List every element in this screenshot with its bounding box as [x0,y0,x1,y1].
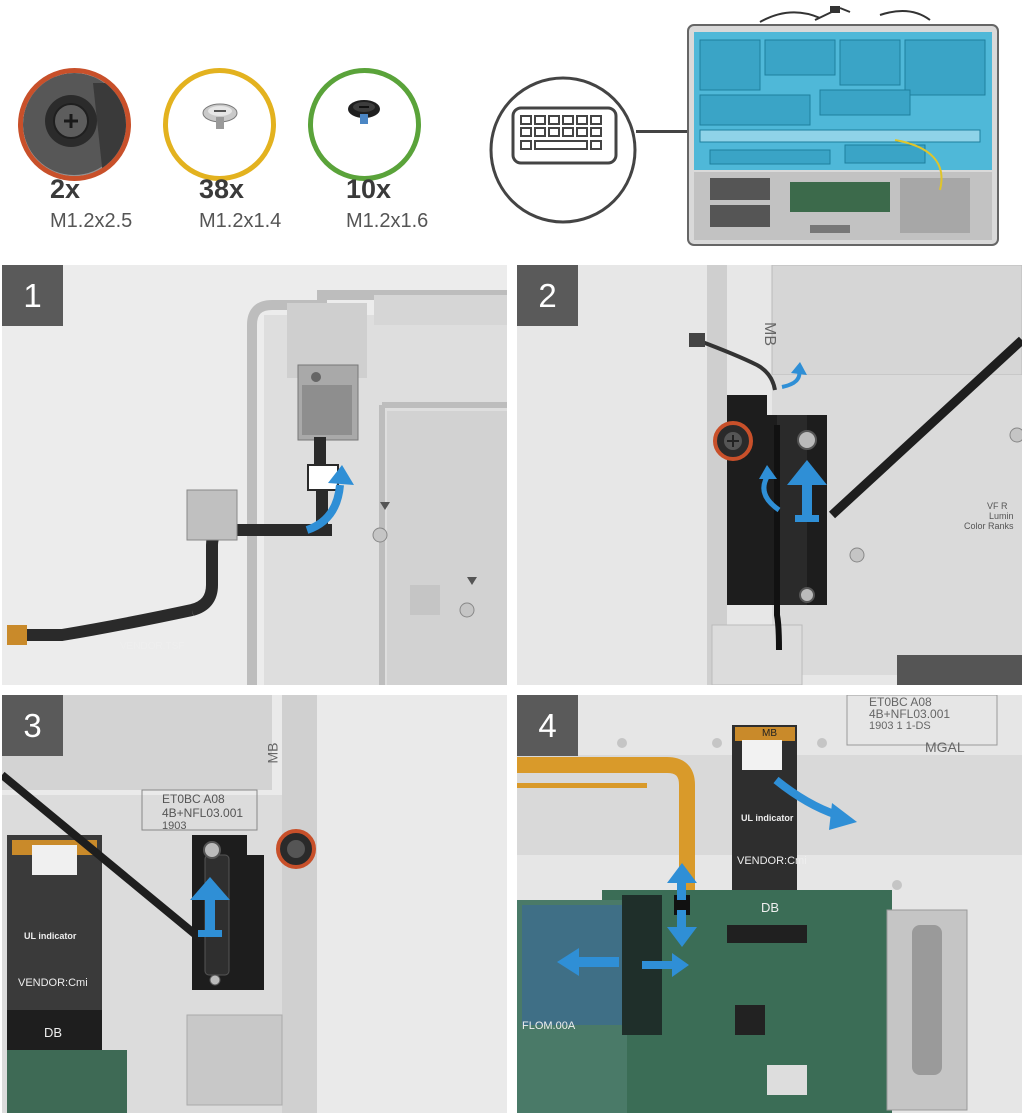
keyboard-icon [489,76,637,224]
screw-2-icon [202,103,238,129]
step-1-number: 1 [2,265,63,326]
step-3-vendor-label: VENDOR:Cmi [18,977,88,989]
step-2-illustration [517,265,1022,685]
step-4-ul-label: UL indicator [741,813,794,823]
step-3-panel: 3 MB ET0BC A08 4B+NFL03.001 1903 UL indi… [2,695,507,1113]
screw-2-quantity: 38x [199,174,245,204]
screw-1-spec: M1.2x2.5 [50,210,133,232]
step-1-panel: 1 VENDOR:TSF [2,265,507,685]
screw-1-quantity: 2x [50,174,81,204]
keyboard-callout [488,75,638,225]
step-4-mb-label: MB [762,728,777,739]
screw-3-icon [348,100,380,124]
step-3-number: 3 [2,695,63,756]
step-4-mgal-label: MGAL [925,739,965,755]
step-2-mb-label: MB [761,322,778,346]
step-2-panel: 2 MB VF R Lumin Color Ranks [517,265,1022,685]
step-3-ul-label: UL indicator [24,931,77,941]
step-4-code2: 4B+NFL03.001 [869,707,951,721]
step-4-number: 4 [517,695,578,756]
step-2-color-label: Color Ranks [964,521,1014,531]
step-3-code3: 1903 [162,820,187,832]
step-3-code1: ET0BC A08 [162,792,225,806]
step-4-code1: ET0BC A08 [869,695,932,709]
step-1-illustration [2,265,507,685]
step-2-number: 2 [517,265,578,326]
step-4-panel: 4 ET0BC A08 4B+ [517,695,1022,1113]
screw-3-circle [308,68,421,181]
step-1-vendor-label: VENDOR:TSF [120,641,185,652]
step-3-illustration [2,695,507,1113]
step-3-db-label: DB [44,1025,63,1040]
screw-3-quantity: 10x [346,174,392,204]
step-2-vf-label: VF R [987,501,1008,511]
step-3-mb-label: MB [264,742,281,764]
step-3-code2: 4B+NFL03.001 [162,806,244,820]
screw-1-circle [18,68,131,181]
step-4-db-label: DB [761,900,780,915]
screw-1-closeup-icon [23,73,126,176]
step-4-code3: 1903 1 1-DS [869,720,931,732]
screw-3-spec: M1.2x1.6 [346,210,429,232]
screw-2-spec: M1.2x1.4 [199,210,282,232]
step-4-vendor-label: VENDOR:Cmi [737,855,807,867]
step-4-illustration [517,695,1022,1113]
step-4-flom-label: FLOM.00A [522,1020,576,1032]
laptop-overview-image [680,0,1006,250]
screw-2-circle [163,68,276,181]
step-2-lumin-label: Lumin [989,511,1014,521]
